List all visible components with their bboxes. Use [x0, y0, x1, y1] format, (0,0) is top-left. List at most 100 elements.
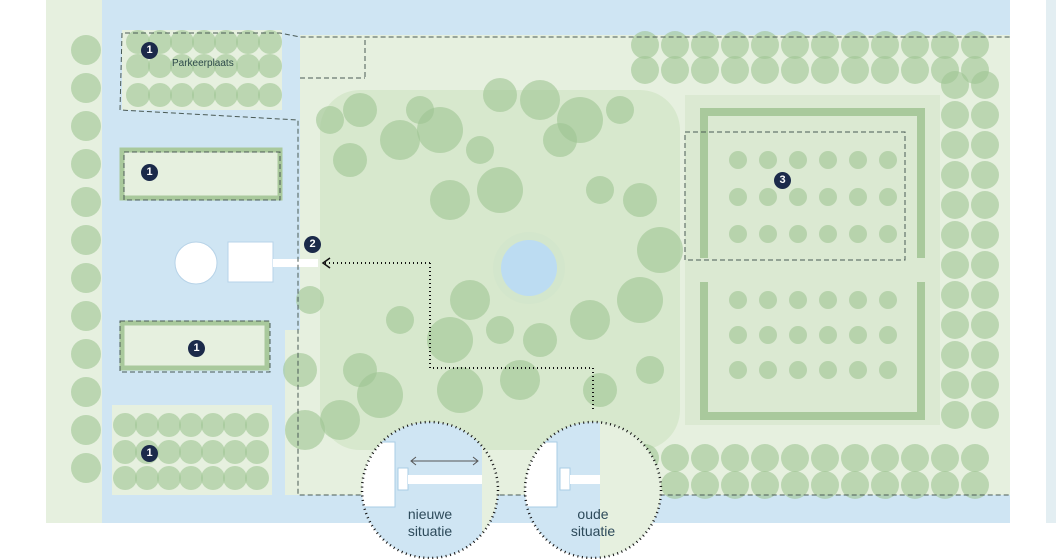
tree-avenue	[971, 221, 999, 249]
old-situation-label: oude situatie	[570, 506, 616, 539]
tree-avenue	[971, 191, 999, 219]
tree-avenue	[971, 281, 999, 309]
tree-left-row	[71, 149, 101, 179]
tree-avenue	[841, 444, 869, 472]
tree-orchard	[759, 225, 777, 243]
tree-avenue	[661, 56, 689, 84]
tree-avenue	[871, 444, 899, 472]
tree-parking	[236, 30, 260, 54]
bridge	[273, 259, 318, 267]
tree-avenue	[811, 444, 839, 472]
tree-left-row	[71, 73, 101, 103]
tree-avenue	[941, 251, 969, 279]
tree-parking	[258, 54, 282, 78]
parking-label: Parkeerplaats	[172, 58, 234, 69]
tree-avenue	[961, 471, 989, 499]
badge-1-parterre: 1	[141, 164, 158, 181]
tree-parking	[192, 83, 216, 107]
tree-avenue	[691, 471, 719, 499]
tree-park	[406, 96, 434, 124]
tree-orchard	[789, 151, 807, 169]
tree-left-row	[71, 225, 101, 255]
tree-orchard	[729, 151, 747, 169]
tree-avenue	[941, 101, 969, 129]
tree-park	[283, 353, 317, 387]
tree-left-row	[71, 263, 101, 293]
edge-strip	[1046, 0, 1056, 523]
tree-island	[223, 466, 247, 490]
tree-avenue	[661, 444, 689, 472]
tree-orchard	[729, 291, 747, 309]
tree-orchard	[819, 326, 837, 344]
tree-avenue	[841, 471, 869, 499]
tree-orchard	[879, 326, 897, 344]
tree-park	[477, 167, 523, 213]
tree-orchard	[759, 361, 777, 379]
tree-avenue	[941, 281, 969, 309]
tree-park	[606, 96, 634, 124]
tree-orchard	[789, 326, 807, 344]
tree-park	[320, 400, 360, 440]
tree-parking	[214, 83, 238, 107]
tree-avenue	[811, 31, 839, 59]
tree-avenue	[781, 444, 809, 472]
tree-avenue	[961, 444, 989, 472]
tree-orchard	[849, 291, 867, 309]
tree-left-row	[71, 187, 101, 217]
tree-avenue	[931, 31, 959, 59]
tree-avenue	[941, 341, 969, 369]
tree-avenue	[971, 161, 999, 189]
tree-park	[427, 317, 473, 363]
tree-orchard	[789, 188, 807, 206]
tree-left-row	[71, 453, 101, 483]
tree-orchard	[849, 188, 867, 206]
tree-orchard	[729, 188, 747, 206]
tree-parking	[148, 54, 172, 78]
tree-left-row	[71, 111, 101, 141]
tree-island	[135, 466, 159, 490]
tree-park	[357, 372, 403, 418]
tree-park	[543, 123, 577, 157]
tree-avenue	[971, 71, 999, 99]
detail-circle-old	[523, 420, 663, 559]
tree-avenue	[631, 31, 659, 59]
hedge	[917, 282, 925, 420]
tree-avenue	[781, 56, 809, 84]
tree-orchard	[759, 188, 777, 206]
tree-avenue	[941, 191, 969, 219]
tree-island	[223, 413, 247, 437]
tree-avenue	[941, 221, 969, 249]
tree-avenue	[871, 31, 899, 59]
tree-parking	[236, 54, 260, 78]
tree-avenue	[931, 444, 959, 472]
tree-avenue	[751, 31, 779, 59]
tree-parking	[192, 54, 216, 78]
tree-avenue	[691, 56, 719, 84]
tree-park	[380, 120, 420, 160]
tree-avenue	[941, 311, 969, 339]
tree-avenue	[841, 56, 869, 84]
tree-avenue	[971, 371, 999, 399]
dotted-route	[429, 263, 594, 410]
tree-avenue	[841, 31, 869, 59]
tree-orchard	[819, 225, 837, 243]
tree-avenue	[871, 56, 899, 84]
tree-avenue	[691, 31, 719, 59]
tree-park	[450, 280, 490, 320]
tree-parking	[126, 54, 150, 78]
tree-parking	[192, 30, 216, 54]
tree-orchard	[879, 361, 897, 379]
tree-park	[285, 410, 325, 450]
tree-avenue	[971, 401, 999, 429]
tree-avenue	[631, 56, 659, 84]
new-situation-label: nieuwe situatie	[407, 506, 453, 539]
tree-island	[201, 440, 225, 464]
tree-orchard	[879, 291, 897, 309]
badge-3: 3	[774, 172, 791, 189]
tree-park	[296, 286, 324, 314]
tree-avenue	[941, 161, 969, 189]
tree-avenue	[931, 471, 959, 499]
tree-avenue	[751, 444, 779, 472]
hedge	[917, 108, 925, 258]
tree-avenue	[691, 444, 719, 472]
